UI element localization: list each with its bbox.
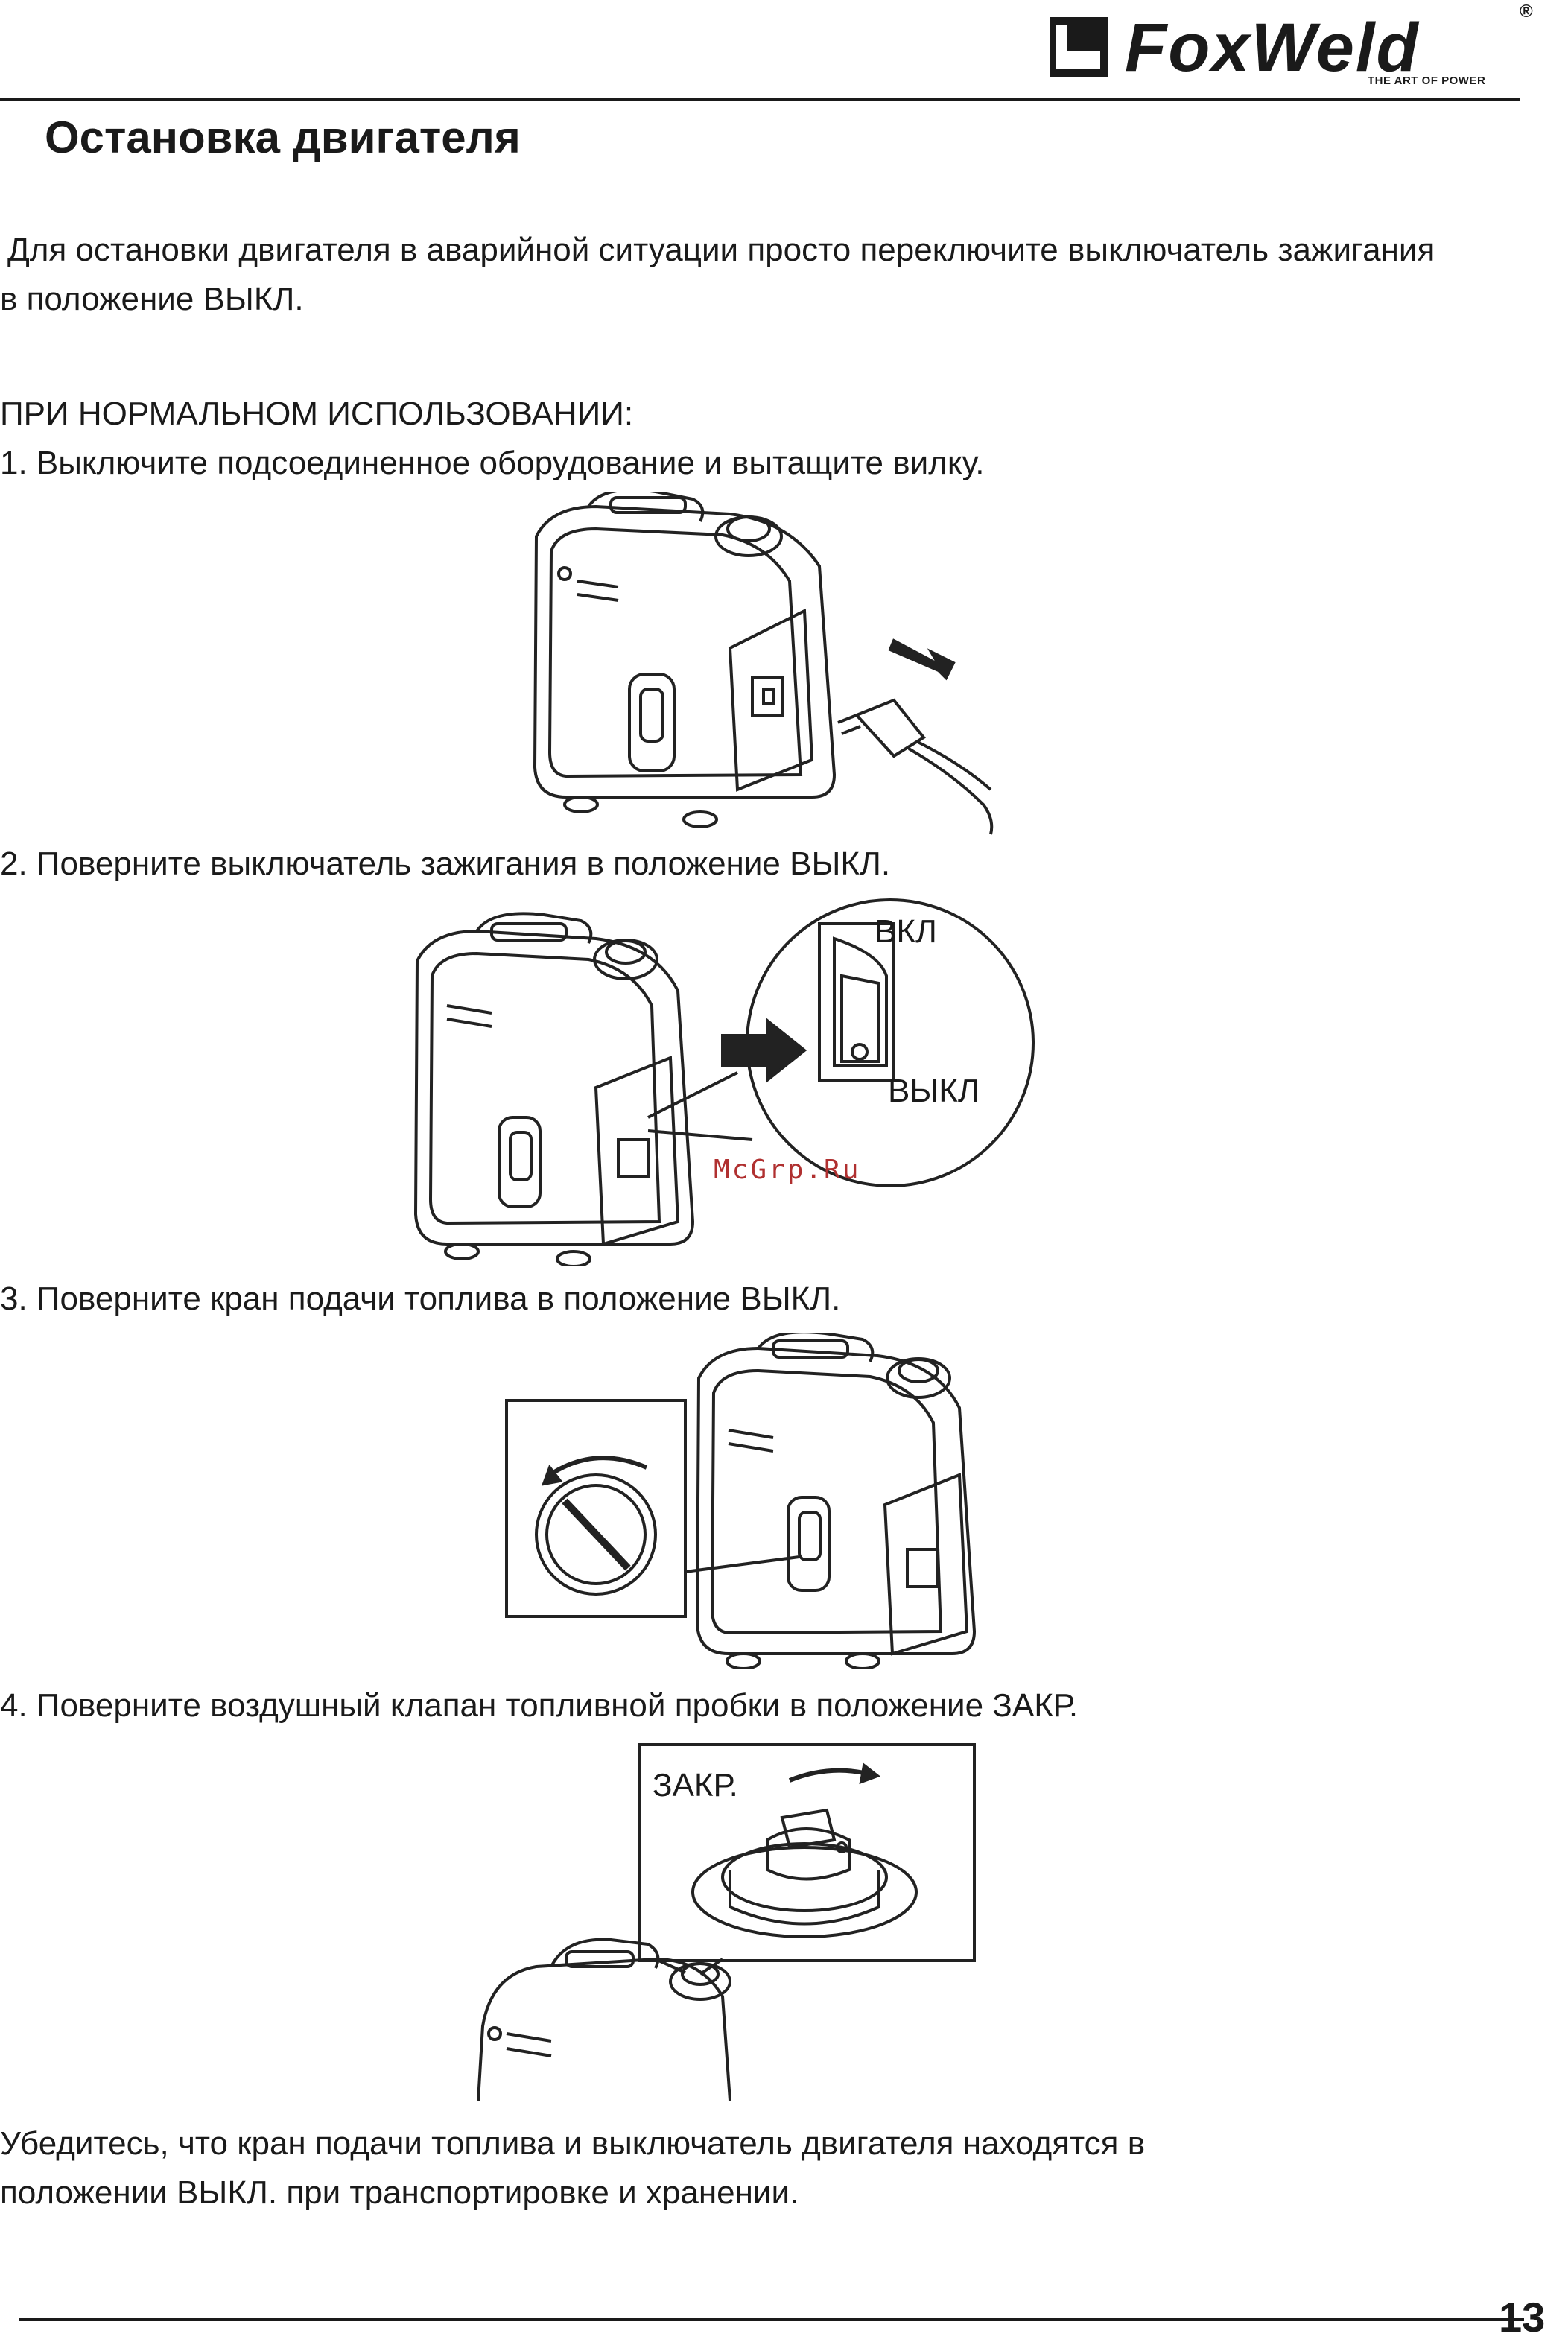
step-1-text: 1. Выключите подсоединенное оборудование… xyxy=(0,445,985,481)
switch-off-label: ВЫКЛ xyxy=(888,1073,980,1109)
step-2-text: 2. Поверните выключатель зажигания в пол… xyxy=(0,845,891,882)
intro-line-1: Для остановки двигателя в аварийной ситу… xyxy=(7,232,1435,268)
step-1-illustration xyxy=(507,488,998,845)
step-2-illustration xyxy=(402,894,1043,1270)
note-line-1: Убедитесь, что кран подачи топлива и вык… xyxy=(0,2125,1146,2162)
step-4-illustration xyxy=(477,1736,983,2104)
page-number: 13 xyxy=(1499,2294,1546,2341)
cap-closed-label: ЗАКР. xyxy=(653,1767,738,1803)
step-3-text: 3. Поверните кран подачи топлива в полож… xyxy=(0,1281,841,1317)
note-line-2: положении ВЫКЛ. при транспортировке и хр… xyxy=(0,2174,799,2211)
brand-name: FoxWeld xyxy=(1125,10,1420,86)
header-rule xyxy=(0,98,1520,101)
watermark: McGrp.Ru xyxy=(714,1155,861,1185)
intro-line-2: в положение ВЫКЛ. xyxy=(0,281,304,317)
normal-use-heading: ПРИ НОРМАЛЬНОМ ИСПОЛЬЗОВАНИИ: xyxy=(0,396,634,432)
brand-tagline: THE ART OF POWER xyxy=(1368,74,1486,87)
step-4-text: 4. Поверните воздушный клапан топливной … xyxy=(0,1687,1079,1724)
footer-rule xyxy=(19,2318,1524,2321)
brand-mark-icon xyxy=(1048,17,1108,77)
switch-on-label: ВКЛ xyxy=(875,913,937,950)
registered-mark: ® xyxy=(1520,1,1533,22)
page-title: Остановка двигателя xyxy=(45,112,521,162)
brand-logo xyxy=(1048,10,1542,92)
step-3-illustration xyxy=(505,1330,997,1672)
